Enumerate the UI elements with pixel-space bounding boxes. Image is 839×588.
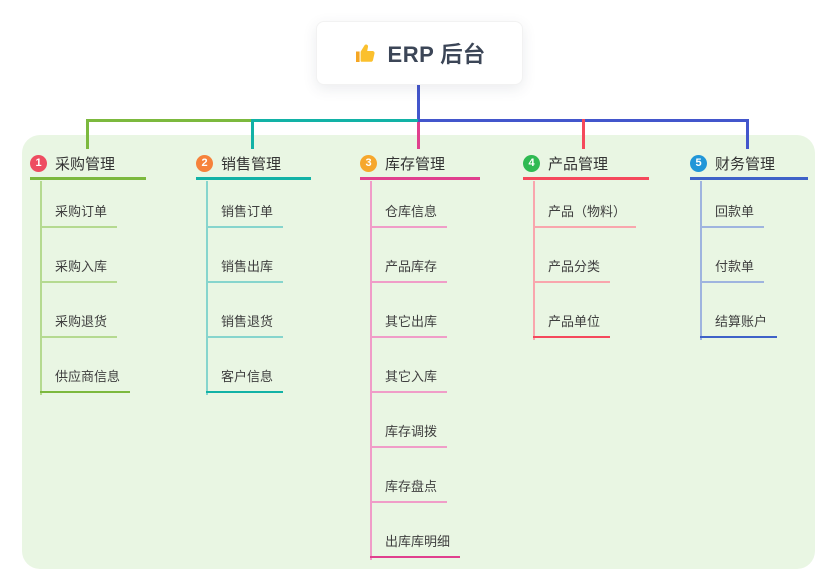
child-node-label: 产品库存	[385, 259, 438, 274]
connector-rail-teal	[253, 119, 418, 122]
branch-label-4: 产品管理	[548, 155, 609, 173]
child-node-label: 仓库信息	[385, 204, 438, 219]
connector-trunk	[417, 85, 420, 121]
branch-header-5[interactable]: 5 财务管理	[690, 149, 808, 180]
branch-header-4[interactable]: 4 产品管理	[523, 149, 649, 180]
child-node-5-3[interactable]: 结算账户	[700, 311, 778, 338]
child-node-label: 结算账户	[715, 314, 768, 329]
child-node-2-2[interactable]: 销售出库	[206, 256, 284, 283]
branch-label-5: 财务管理	[715, 155, 776, 173]
child-node-2-1[interactable]: 销售订单	[206, 201, 284, 228]
branch-spine-2	[206, 181, 208, 395]
connector-drop-1	[86, 119, 89, 149]
branch-header-3[interactable]: 3 库存管理	[360, 149, 480, 180]
branch-header-2[interactable]: 2 销售管理	[196, 149, 311, 180]
child-node-4-1[interactable]: 产品（物料）	[533, 201, 637, 228]
child-node-label: 采购订单	[55, 204, 108, 219]
child-node-5-2[interactable]: 付款单	[700, 256, 765, 283]
child-node-5-1[interactable]: 回款单	[700, 201, 765, 228]
child-node-label: 其它出库	[385, 314, 438, 329]
branch-number-badge-4: 4	[523, 154, 540, 172]
thumbs-up-icon	[354, 41, 378, 65]
child-node-label: 库存调拨	[385, 424, 438, 439]
branch-label-3: 库存管理	[385, 155, 446, 173]
branches-panel	[22, 135, 815, 569]
connector-rail-green	[86, 119, 253, 122]
child-node-label: 产品（物料）	[548, 204, 627, 219]
branch-number-badge-5: 5	[690, 154, 707, 172]
child-node-label: 回款单	[715, 204, 755, 219]
root-node-label: ERP 后台	[387, 42, 486, 67]
child-node-label: 采购入库	[55, 259, 108, 274]
child-node-label: 销售出库	[221, 259, 274, 274]
branch-spine-3	[370, 181, 372, 560]
child-node-4-2[interactable]: 产品分类	[533, 256, 611, 283]
branch-spine-5	[700, 181, 702, 340]
child-node-label: 其它入库	[385, 369, 438, 384]
child-node-2-4[interactable]: 客户信息	[206, 366, 284, 393]
child-node-3-4[interactable]: 其它入库	[370, 366, 448, 393]
child-node-label: 供应商信息	[55, 369, 121, 384]
child-node-1-3[interactable]: 采购退货	[40, 311, 118, 338]
child-node-label: 客户信息	[221, 369, 274, 384]
branch-label-2: 销售管理	[221, 155, 282, 173]
branch-number-badge-1: 1	[30, 154, 47, 172]
connector-drop-4	[582, 119, 585, 149]
child-node-label: 采购退货	[55, 314, 108, 329]
child-node-label: 付款单	[715, 259, 755, 274]
child-node-label: 产品单位	[548, 314, 601, 329]
branch-spine-4	[533, 181, 535, 340]
child-node-1-4[interactable]: 供应商信息	[40, 366, 131, 393]
child-node-label: 库存盘点	[385, 479, 438, 494]
child-node-1-2[interactable]: 采购入库	[40, 256, 118, 283]
branch-header-1[interactable]: 1 采购管理	[30, 149, 146, 180]
connector-drop-2	[251, 119, 254, 149]
child-node-label: 产品分类	[548, 259, 601, 274]
child-node-4-3[interactable]: 产品单位	[533, 311, 611, 338]
branch-number-badge-2: 2	[196, 154, 213, 172]
child-node-label: 销售退货	[221, 314, 274, 329]
child-node-3-5[interactable]: 库存调拨	[370, 421, 448, 448]
root-node-erp[interactable]: ERP 后台	[316, 21, 523, 85]
child-node-1-1[interactable]: 采购订单	[40, 201, 118, 228]
branch-label-1: 采购管理	[55, 155, 116, 173]
connector-drop-3	[417, 122, 420, 149]
child-node-label: 销售订单	[221, 204, 274, 219]
child-node-3-3[interactable]: 其它出库	[370, 311, 448, 338]
child-node-3-7[interactable]: 出库库明细	[370, 531, 461, 558]
branch-number-badge-3: 3	[360, 154, 377, 172]
branch-spine-1	[40, 181, 42, 395]
connector-drop-5	[746, 119, 749, 149]
child-node-2-3[interactable]: 销售退货	[206, 311, 284, 338]
child-node-3-2[interactable]: 产品库存	[370, 256, 448, 283]
child-node-3-6[interactable]: 库存盘点	[370, 476, 448, 503]
child-node-label: 出库库明细	[385, 534, 451, 549]
child-node-3-1[interactable]: 仓库信息	[370, 201, 448, 228]
